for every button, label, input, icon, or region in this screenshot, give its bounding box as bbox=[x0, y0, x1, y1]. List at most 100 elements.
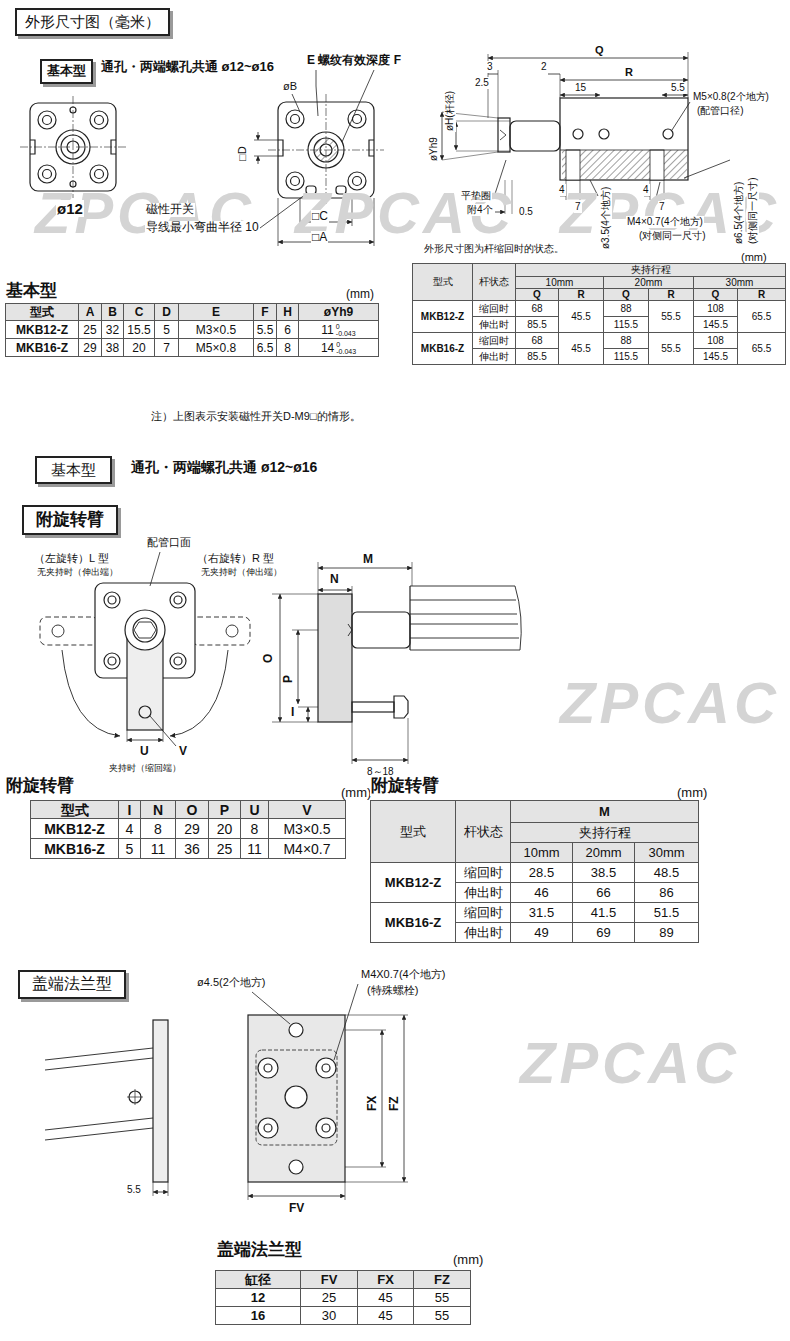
dimension-label: 无夹持时（伸出端） bbox=[36, 567, 119, 577]
table-cell: 伸出时 bbox=[455, 882, 511, 903]
table-cell: M5×0.8 bbox=[178, 338, 254, 357]
table-text: O bbox=[187, 803, 198, 817]
dimension-label: 盖端法兰型 bbox=[216, 1240, 303, 1260]
table-text: 51.5 bbox=[654, 906, 679, 919]
table-text: FX bbox=[377, 1273, 394, 1286]
table-text: D bbox=[162, 306, 171, 318]
dimension-label: P bbox=[282, 674, 296, 684]
table-text: 8 bbox=[154, 822, 162, 836]
flange-side-view bbox=[45, 1020, 168, 1196]
table-text: 48.5 bbox=[654, 866, 679, 879]
table-text: 4 bbox=[126, 822, 134, 836]
dimension-label: (配管口径) bbox=[696, 105, 745, 117]
dimension-label: R bbox=[624, 66, 634, 79]
table-text: 85.5 bbox=[527, 320, 546, 330]
table-text: MKB12-Z bbox=[16, 324, 68, 336]
table-text: 45.5 bbox=[571, 312, 590, 322]
table-text: 25 bbox=[83, 324, 96, 336]
table-text: F bbox=[261, 306, 268, 318]
table-text: 38.5 bbox=[591, 866, 616, 879]
dimension-label: 磁性开关 bbox=[145, 203, 195, 217]
table-text: 20 bbox=[217, 822, 233, 836]
table-cell: A bbox=[78, 303, 102, 321]
table-cell: 型式 bbox=[5, 303, 79, 321]
table-text: MKB16-Z bbox=[385, 916, 441, 929]
dimension-label: M4X0.7(4个地方) bbox=[360, 968, 446, 981]
table-cell: 68 bbox=[515, 300, 559, 317]
table-text: 11 bbox=[151, 842, 166, 856]
table-cell: 缩回时 bbox=[455, 902, 511, 923]
table-text: FV bbox=[321, 1273, 338, 1286]
section-box: 盖端法兰型 bbox=[18, 970, 126, 999]
table-cell: H bbox=[276, 303, 299, 321]
dimension-label: 2 bbox=[540, 61, 548, 73]
table-cell: 48.5 bbox=[634, 862, 699, 883]
table-cell: 55 bbox=[413, 1306, 471, 1325]
table-cell: 型式 bbox=[30, 800, 119, 819]
table-text: 108 bbox=[707, 336, 724, 346]
section-box: 外形尺寸图（毫米） bbox=[15, 8, 170, 36]
table-text: 缩回时 bbox=[479, 304, 509, 314]
dimension-label: øYh9 bbox=[428, 136, 440, 162]
table-text: 7 bbox=[163, 342, 170, 354]
table-text: MKB16-Z bbox=[16, 342, 68, 354]
table-text: 29 bbox=[184, 822, 200, 836]
table-cell: 86 bbox=[634, 882, 699, 903]
table-cell: 伸出时 bbox=[455, 922, 511, 943]
table-text: 45 bbox=[378, 1309, 392, 1322]
table-text: 10mm bbox=[546, 278, 574, 288]
table-cell: MKB16-Z bbox=[5, 338, 79, 357]
table-cell: 25 bbox=[208, 838, 241, 859]
dimension-label: □A bbox=[311, 231, 328, 245]
table-text: 伸出时 bbox=[479, 352, 509, 362]
table-text: 55 bbox=[435, 1291, 449, 1304]
table-text: 20 bbox=[132, 342, 145, 354]
table-cell: 型式 bbox=[370, 800, 456, 863]
table-cell: MKB16-Z bbox=[30, 838, 119, 859]
section-title: 附旋转臂 bbox=[36, 510, 104, 529]
flange-front-view bbox=[248, 984, 408, 1200]
table-cell: 夹持行程 bbox=[510, 822, 699, 843]
table-cell: 89 bbox=[634, 922, 699, 943]
table-text: 30 bbox=[322, 1309, 336, 1322]
table-cell: 45.5 bbox=[558, 300, 604, 333]
table-text: 30mm bbox=[648, 846, 684, 859]
table-cell: D bbox=[154, 303, 179, 321]
section-box: 基本型 bbox=[35, 456, 112, 484]
table-cell: C bbox=[123, 303, 155, 321]
table-cell: 缩回时 bbox=[472, 300, 516, 317]
dimension-label: (mm) bbox=[740, 251, 768, 264]
table-cell: 145.5 bbox=[693, 316, 738, 333]
table-text: H bbox=[283, 306, 292, 318]
table-text: 缩回时 bbox=[464, 906, 503, 919]
table-text: MKB12-Z bbox=[44, 822, 105, 836]
table-text: 杆状态 bbox=[464, 825, 503, 838]
table-cell: E bbox=[178, 303, 254, 321]
table-cell: 25 bbox=[78, 320, 102, 339]
dimension-label: (mm) bbox=[345, 288, 375, 302]
table-text: 68 bbox=[531, 304, 542, 314]
dimension-label: (mm) bbox=[452, 1253, 484, 1268]
table-cell: 51.5 bbox=[634, 902, 699, 923]
table-text: M3×0.5 bbox=[196, 324, 236, 336]
table-cell: N bbox=[140, 800, 176, 819]
table-cell: 8 bbox=[240, 818, 269, 839]
table-cell: MKB12-Z bbox=[370, 862, 456, 903]
table-cell: 108 bbox=[693, 300, 738, 317]
table-text: 10mm bbox=[523, 846, 559, 859]
table-text: 6.5 bbox=[257, 342, 274, 354]
tolerance: 0-0.043 bbox=[336, 323, 356, 337]
table-text: M bbox=[599, 805, 610, 818]
table-text: 20mm bbox=[585, 846, 621, 859]
table-text: Q bbox=[533, 290, 541, 300]
table-text: 缩回时 bbox=[479, 336, 509, 346]
table-cell: B bbox=[101, 303, 124, 321]
dimension-label: ø4.5(2个地方) bbox=[196, 976, 266, 989]
table-cell: 10mm bbox=[510, 842, 573, 863]
table-cell: 29 bbox=[78, 338, 102, 357]
tolerance-text: 0 bbox=[336, 341, 356, 348]
dimension-label: øB bbox=[282, 80, 298, 93]
table-cell: MKB12-Z bbox=[5, 320, 79, 339]
table-text: 55.5 bbox=[661, 312, 680, 322]
table-cell: 15.5 bbox=[123, 320, 155, 339]
